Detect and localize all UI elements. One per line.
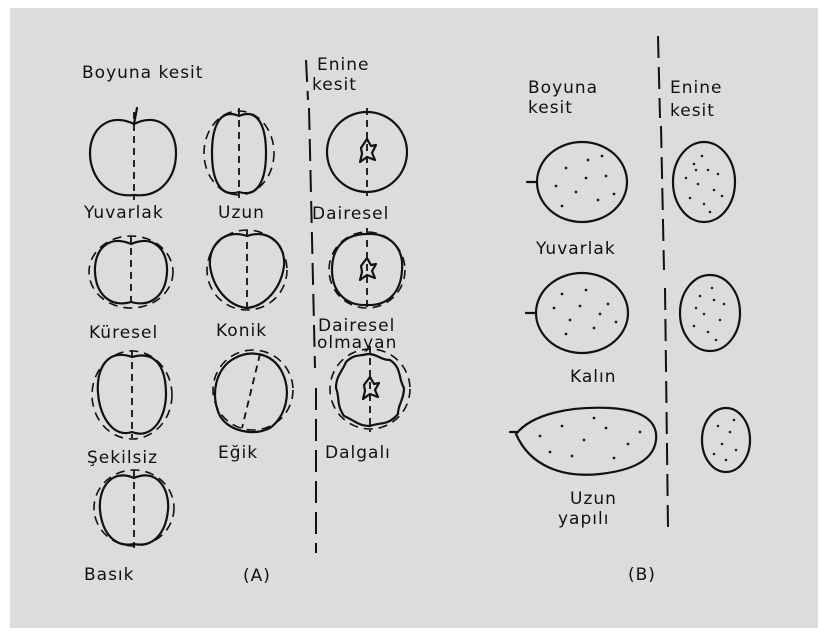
long-fruit-shape [204,108,274,198]
round-seed-cross-section [673,142,735,222]
panel-b-longitudinal-header-line1: Boyuna [528,78,598,98]
label-b-thick: Kalın [570,367,617,387]
panel-b-label: (B) [628,565,656,585]
globular-fruit-shape [89,236,173,308]
conical-fruit-shape [207,230,287,312]
panel-a-longitudinal-header: Boyuna kesit [82,63,203,83]
label-round: Yuvarlak [83,203,164,223]
fruit-shape-diagram: Boyuna kesit Enine kesit Yuvarlak Uzun D… [10,8,818,628]
elongated-seed-cross-section [702,408,750,472]
label-oblique: Eğik [218,443,258,463]
round-seed-longitudinal [527,142,627,222]
panel-a-label: (A) [243,566,271,586]
label-b-long-line1: Uzun [570,489,617,509]
diagram-sheet: Boyuna kesit Enine kesit Yuvarlak Uzun D… [10,8,818,628]
label-globular: Küresel [89,323,158,343]
label-long: Uzun [218,203,265,223]
label-non-circular-line2: olmayan [317,333,397,353]
irregular-fruit-shape [92,350,172,439]
thick-seed-cross-section [680,275,740,351]
panel-b-cross-header-line2: kesit [670,101,715,121]
circular-cross-section [327,108,407,196]
oblique-fruit-shape [213,350,293,432]
label-b-long-line2: yapılı [558,509,609,529]
panel-b-longitudinal-header-line2: kesit [528,98,573,118]
flat-fruit-shape [94,470,174,548]
panel-a-cross-header-line2: kesit [312,75,357,95]
round-fruit-shape [90,108,176,200]
thick-seed-longitudinal [526,273,628,353]
panel-a-separator [306,60,316,553]
elongated-seed-longitudinal [510,408,656,475]
non-circular-cross-section [329,228,405,310]
label-b-round: Yuvarlak [535,239,616,259]
label-flat: Basık [84,565,135,585]
label-circular: Dairesel [312,204,389,224]
label-irregular: Şekilsiz [87,448,158,468]
panel-a-cross-header-line1: Enine [317,55,369,75]
panel-b-cross-header-line1: Enine [670,78,722,98]
label-wavy: Dalgalı [325,443,391,463]
panel-b-separator [658,36,668,528]
wavy-cross-section [330,346,410,432]
label-conical: Konik [216,321,267,341]
